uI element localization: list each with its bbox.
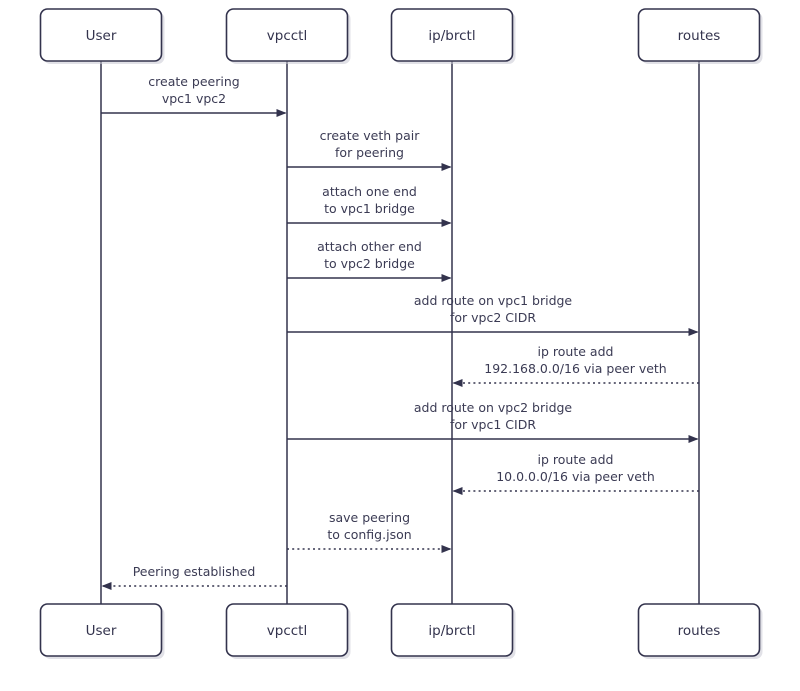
message-label: ip route add [538, 344, 614, 359]
actor-label-vpcctl: vpcctl [267, 623, 307, 639]
message-8-routes-to-ipbrctl[interactable]: ip route add 10.0.0.0/16 via peer veth [452, 452, 700, 495]
message-label: Peering established [133, 564, 256, 579]
message-label: to vpc2 bridge [324, 256, 415, 271]
message-1-user-to-vpcctl[interactable]: create peering vpc1 vpc2 [101, 74, 287, 117]
message-2-vpcctl-to-ipbrctl[interactable]: create veth pair for peering [287, 128, 452, 171]
message-label: for vpc1 CIDR [450, 417, 536, 432]
actor-box[interactable] [390, 603, 514, 657]
actor-user-bottom[interactable]: User [39, 603, 165, 659]
actor-box[interactable] [225, 8, 349, 62]
message-label: ip route add [538, 452, 614, 467]
actor-user-top[interactable]: User [39, 8, 165, 64]
actor-label-ipbrctl: ip/brctl [428, 28, 475, 44]
message-4-vpcctl-to-ipbrctl[interactable]: attach other end to vpc2 bridge [287, 239, 452, 282]
message-5-vpcctl-to-routes[interactable]: add route on vpc1 bridge for vpc2 CIDR [287, 293, 699, 336]
message-label: 10.0.0.0/16 via peer veth [496, 469, 655, 484]
message-label: add route on vpc2 bridge [414, 400, 573, 415]
message-label: for peering [335, 145, 404, 160]
message-6-routes-to-ipbrctl[interactable]: ip route add 192.168.0.0/16 via peer veth [452, 344, 700, 387]
message-label: create peering [148, 74, 239, 89]
actor-box[interactable] [637, 8, 761, 62]
actor-label-user: User [86, 28, 117, 44]
message-label: create veth pair [320, 128, 421, 143]
actor-ipbrctl-top[interactable]: ip/brctl [390, 8, 516, 64]
actor-boxes-top: User vpcctl ip/brctl routes [39, 8, 763, 64]
actor-box[interactable] [390, 8, 514, 62]
message-label: to vpc1 bridge [324, 201, 415, 216]
message-label: attach other end [317, 239, 422, 254]
actor-label-routes: routes [678, 623, 721, 639]
message-label: add route on vpc1 bridge [414, 293, 573, 308]
message-label: 192.168.0.0/16 via peer veth [484, 361, 666, 376]
actor-ipbrctl-bottom[interactable]: ip/brctl [390, 603, 516, 659]
actor-label-vpcctl: vpcctl [267, 28, 307, 44]
actor-label-ipbrctl: ip/brctl [428, 623, 475, 639]
actor-routes-top[interactable]: routes [637, 8, 763, 64]
message-3-vpcctl-to-ipbrctl[interactable]: attach one end to vpc1 bridge [287, 184, 452, 227]
message-label: vpc1 vpc2 [162, 91, 226, 106]
actor-box[interactable] [39, 603, 163, 657]
message-7-vpcctl-to-routes[interactable]: add route on vpc2 bridge for vpc1 CIDR [287, 400, 699, 443]
message-label: save peering [329, 510, 410, 525]
messages-layer: create peering vpc1 vpc2 create veth pair f… [101, 74, 700, 590]
actor-routes-bottom[interactable]: routes [637, 603, 763, 659]
message-10-vpcctl-to-user[interactable]: Peering established [101, 564, 288, 590]
actor-label-routes: routes [678, 28, 721, 44]
actor-box[interactable] [225, 603, 349, 657]
message-label: to config.json [327, 527, 411, 542]
actor-boxes-bottom: User vpcctl ip/brctl routes [39, 603, 763, 659]
actor-box[interactable] [637, 603, 761, 657]
actor-box[interactable] [39, 8, 163, 62]
message-label: for vpc2 CIDR [450, 310, 536, 325]
message-9-vpcctl-to-ipbrctl[interactable]: save peering to config.json [287, 510, 452, 553]
actor-vpcctl-bottom[interactable]: vpcctl [225, 603, 351, 659]
actor-vpcctl-top[interactable]: vpcctl [225, 8, 351, 64]
message-label: attach one end [322, 184, 417, 199]
actor-label-user: User [86, 623, 117, 639]
